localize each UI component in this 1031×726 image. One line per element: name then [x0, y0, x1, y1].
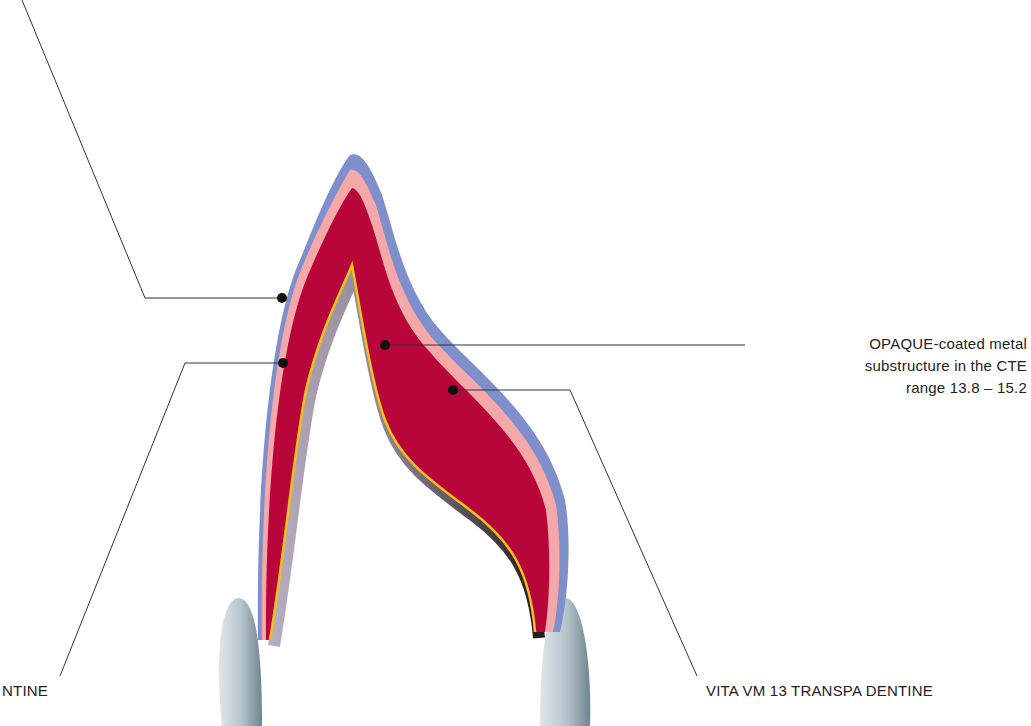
abutment-tooth — [219, 598, 262, 726]
leader-lines — [22, 0, 745, 676]
dentine-layer — [266, 188, 549, 640]
callout-label: VITA VM 13 TRANSPA DENTINE — [706, 680, 933, 702]
callout-label: NTINE — [2, 680, 48, 702]
leader-dots — [277, 293, 458, 395]
enamel-layer — [258, 154, 569, 640]
opaque-layer — [270, 265, 535, 640]
callout-label: OPAQUE-coated metal substructure in the … — [852, 333, 1027, 399]
transpa-layer — [262, 170, 560, 640]
